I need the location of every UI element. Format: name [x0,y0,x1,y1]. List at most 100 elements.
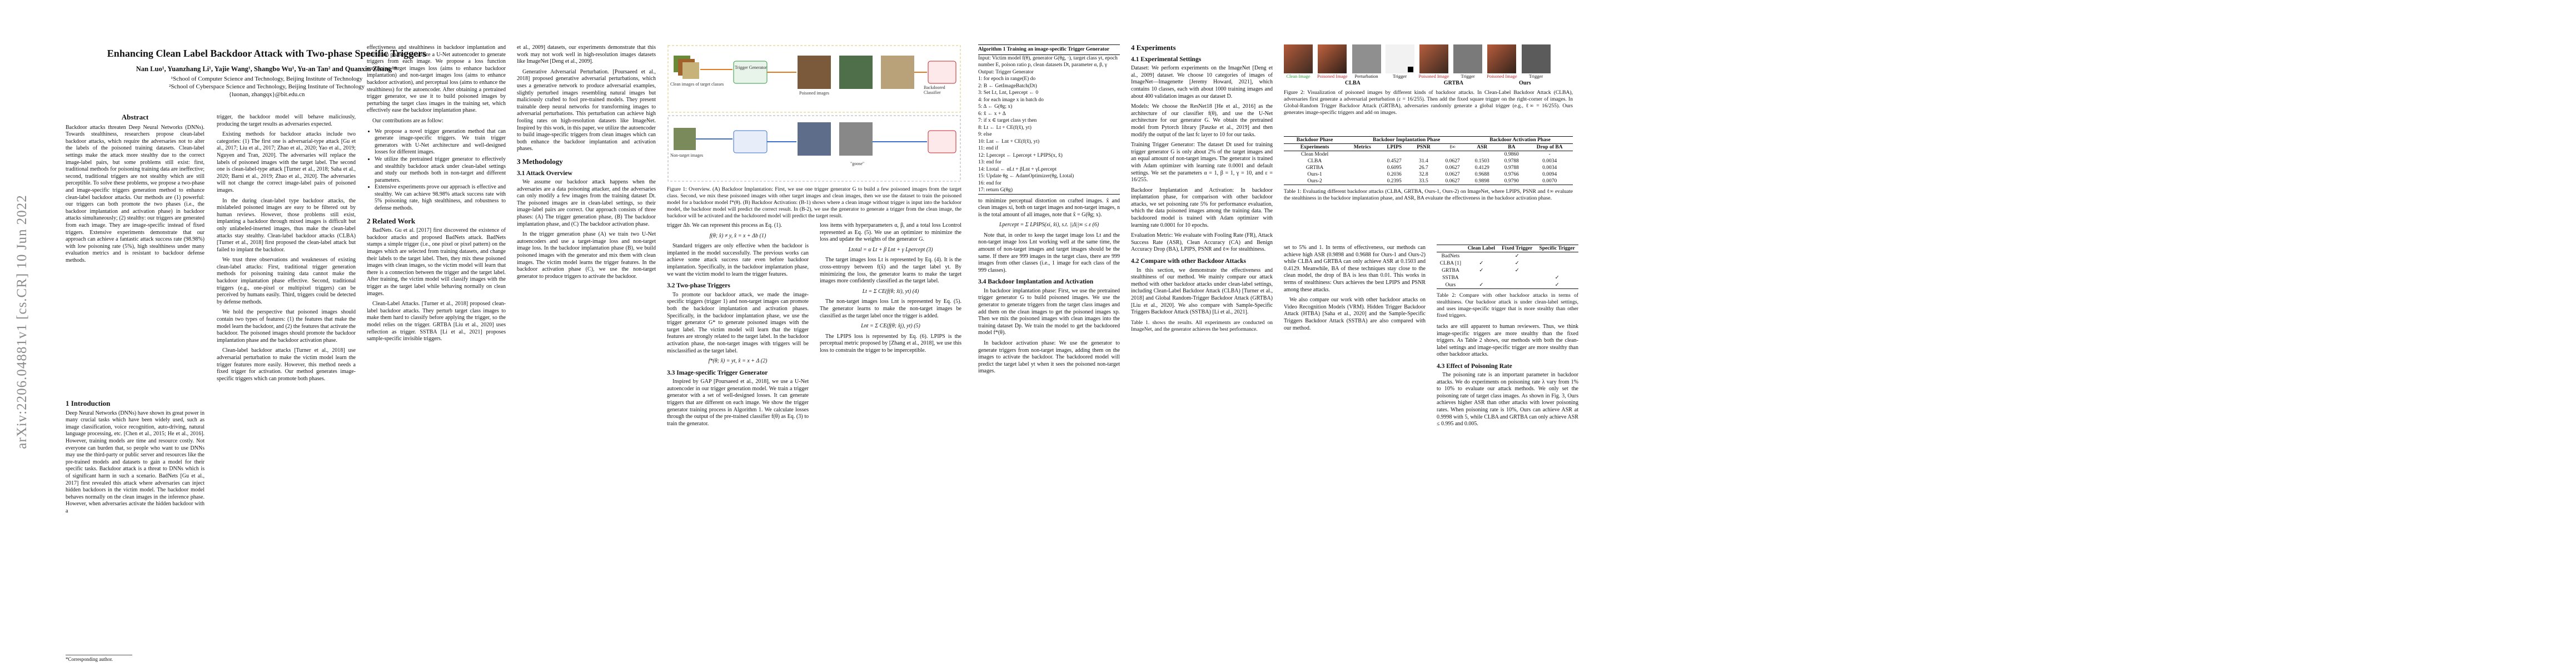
table-cell: ✓ [1514,268,1519,273]
table-header: ℓ∞ [1438,143,1468,151]
col2-paragraph-6: Clean-label backdoor attacks [Turner et … [217,347,356,382]
affiliation-2: ²School of Cyberspace Science and Techno… [169,83,365,90]
table-cell: Ours-1 [1307,172,1322,177]
algorithm-line: 4: for each image x in batch do [978,97,1044,103]
algorithm-title: Algorithm 1 Training an image-specific T… [978,47,1110,52]
table-cell: ✓ [1554,275,1559,281]
table-cell: 32.8 [1419,172,1428,177]
page3-column-right: loss items with hyperparameters α, β, an… [820,222,961,358]
fig2-label: Clean Image [1286,73,1311,79]
fig1-label-poisoned: Poisoned images [799,91,829,96]
table-row: Ours✓✓ [1437,281,1578,289]
table-cell: 0.0094 [1542,172,1557,177]
table-1: Backdoor Phase Backdoor Implantation Pha… [1284,136,1573,202]
contribution-item: We utilize the pretrained trigger genera… [375,156,506,184]
implantation-heading: 3.4 Backdoor Implantation and Activation [978,278,1094,286]
page4-lower-left: set to 5% and 1. In terms of effectivene… [1284,245,1426,335]
equation-4: Lt = Σ CE(f(θ; x̂i), yt) (4) [862,288,919,295]
table-cell: 0.0627 [1445,172,1460,177]
algorithm-line: 15: Update θg ← AdamOptimizer(θg, Ltotal… [978,173,1074,179]
arxiv-sidebar: arXiv:2206.04881v1 [cs.CR] 10 Jun 2022 [0,0,39,667]
table-cell: 0.9788 [1504,165,1519,171]
dataset-text: Dataset: We perform experiments on the I… [1131,65,1273,99]
equation-5: Lnt = Σ CE(f(θ; x̂j), yt) (5) [861,323,920,330]
table-header: LPIPS [1379,143,1409,151]
col4-paragraph-1: et al., 2009] datasets, our experiments … [517,44,656,65]
page4-column-left: 4 Experiments 4.1 Experimental Settings … [1131,44,1273,337]
phase-b-box [667,115,961,182]
training-text: Training Trigger Generator: The dataset … [1131,142,1273,183]
algorithm-line: 17: return G(θg) [978,187,1013,193]
table-1-grid: Backdoor Phase Backdoor Implantation Pha… [1284,136,1573,185]
fig2-clean-cell: Clean Image [1284,44,1313,79]
col5-paragraph-2: Standard triggers are only effective whe… [667,243,809,277]
algorithm-line: 13: end for [978,160,1001,165]
table-cell: 0.9860 [1497,151,1527,158]
poisoning-rate-heading: 4.3 Effect of Poisoning Rate [1437,362,1512,370]
table-cell [1536,267,1578,274]
algorithm-line: 10: Lnt ← Lnt + CE(f(x̂), yt) [978,138,1040,145]
experiments-heading: 4 Experiments [1131,43,1176,52]
col2-paragraph-4: We trust three observations and weakness… [217,257,356,305]
fig1-label-target: Clean images of target classes [670,82,724,87]
table-cell: 31.4 [1419,158,1428,164]
trigger-thumb [1521,44,1551,73]
table-cell [1379,151,1409,158]
table-cell [1536,260,1578,267]
author-list: Nan Luo¹, Yuanzhang Li¹, Yajie Wang¹, Sh… [136,65,398,73]
poisoned-image-thumb [1487,44,1517,73]
figure-2: Clean Image Poisoned Image Perturbation … [1284,44,1584,116]
equation-3: Ltotal = α Lt + β Lnt + γ Lpercept (3) [848,246,933,253]
table-cell: 26.7 [1419,165,1428,171]
page2-column-left: effectiveness and stealthiness in backdo… [367,44,506,346]
table-cell: ✓ [1464,281,1498,289]
col3-paragraph-1: effectiveness and stealthiness in backdo… [367,44,506,114]
target-images-group [674,56,699,79]
table-header [1437,245,1464,252]
table-row: SSTBA✓ [1437,274,1578,281]
backdoored-classifier-box [928,61,956,84]
group-label-ours: Ours [1519,80,1531,86]
algorithm-line: 12: Lpercept ← Lpercept + LPIPS(x, x̂) [978,152,1063,158]
table-header: Backdoor Implantation Phase [1346,136,1468,144]
abstract-section: Abstract Backdoor attacks threaten Deep … [66,113,205,264]
algorithm-after-text: to minimize perceptual distortion on cra… [978,197,1120,218]
table-cell: CLBA [1307,158,1322,164]
corresponding-footnote: *Corresponding author. [66,655,132,662]
algorithm-bottom-rule [978,193,1120,195]
table-header: Backdoor Phase [1284,136,1346,144]
table-cell: ✓ [1536,281,1578,289]
col2-paragraph-1: trigger, the backdoor model will behave … [217,114,356,127]
poisoned-image-thumb [1318,44,1347,73]
table-cell: 0.9898 [1467,178,1497,185]
fig1-label-backdoored: Backdoored Classifier [924,85,945,95]
table-cell [1467,151,1497,158]
introduction-heading: 1 Introduction [66,399,111,407]
fig2-label: Poisoned Image [1317,73,1348,79]
page3-column-left: trigger Δb. We can represent this proces… [667,222,809,431]
table-cell: 0.4129 [1474,165,1489,171]
introduction-section: 1 Introduction Deep Neural Networks (DNN… [66,400,205,515]
table-cell: 0.0627 [1445,158,1460,164]
table-cell [1464,274,1498,281]
fig2-ours-trigger: Trigger [1521,44,1551,79]
abstract-heading: Abstract [121,113,149,121]
related-work-heading: 2 Related Work [367,216,416,225]
perturbation-thumb [1352,44,1381,73]
table-cell: 0.0627 [1438,178,1468,185]
algorithm-line: 9: else [978,132,992,137]
table-header: Drop of BA [1526,143,1573,151]
table-header: Clean Label [1464,245,1498,252]
fig2-label: Trigger [1392,73,1407,79]
table-cell: GRTBA [1442,267,1459,273]
table-cell: GRTBA [1306,165,1324,171]
table-cell: Ours-2 [1284,178,1346,185]
col6-paragraph-4: The LPIPS loss is represented by Eq. (6)… [820,333,961,354]
